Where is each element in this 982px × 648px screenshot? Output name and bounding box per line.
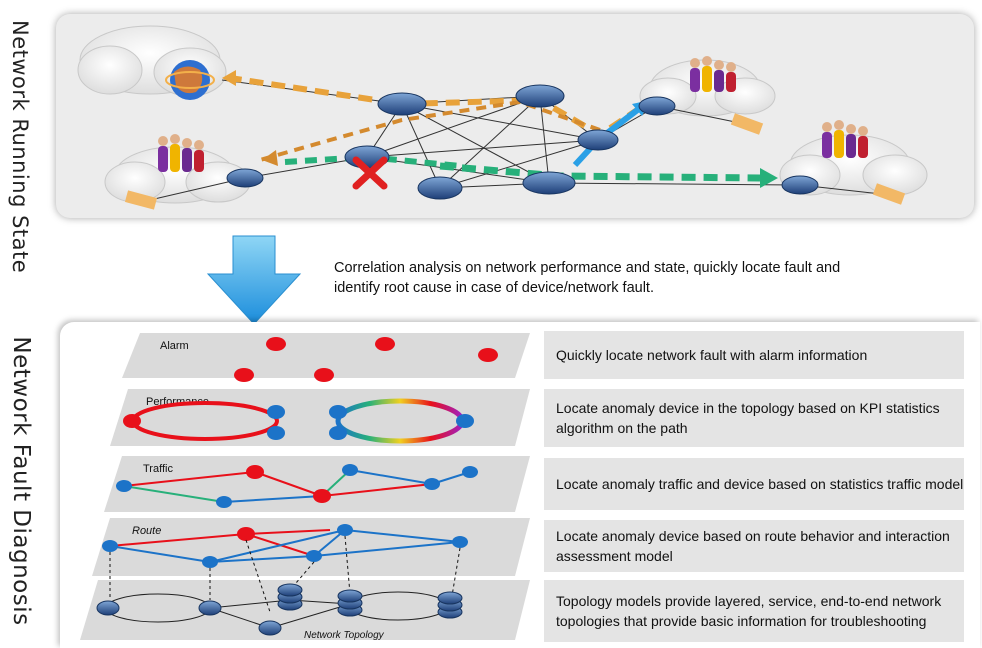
- router-icon: [198, 600, 222, 616]
- globe-icon: [165, 60, 215, 100]
- cloud-icon: [104, 146, 251, 204]
- route-node: [452, 536, 468, 548]
- arrow-head-icon: [760, 168, 778, 188]
- users-icon: [158, 134, 204, 172]
- network-map: [77, 25, 928, 210]
- switch-stack-icon: [337, 589, 363, 617]
- down-arrow-icon: [206, 235, 302, 325]
- alarm-dot: [266, 337, 286, 351]
- traffic-node: [462, 466, 478, 478]
- router-icon: [226, 168, 264, 188]
- projection-lines: [109, 535, 461, 613]
- router-icon: [417, 176, 463, 200]
- router-icon: [577, 129, 619, 151]
- cable-icon: [730, 113, 764, 135]
- router-icon: [96, 600, 120, 616]
- alarm-dots: [234, 337, 498, 382]
- topology-description: Topology models provide layered, service…: [544, 580, 964, 642]
- alarm-description-text: Quickly locate network fault with alarm …: [556, 347, 868, 363]
- performance-description-text: Locate anomaly device in the topology ba…: [556, 400, 940, 436]
- router-icon: [522, 171, 576, 195]
- traffic-node: [116, 480, 132, 492]
- arrow-head-icon: [222, 70, 236, 86]
- route-links: [109, 529, 461, 563]
- alarm-layer-plane: [122, 333, 530, 378]
- performance-node: [329, 405, 347, 419]
- route-node: [102, 540, 118, 552]
- traffic-node: [342, 464, 358, 476]
- orange-path-2: [259, 99, 601, 162]
- topology-description-text: Topology models provide layered, service…: [556, 593, 942, 629]
- traffic-node: [246, 465, 264, 479]
- traffic-node: [424, 478, 440, 490]
- alarm-dot: [375, 337, 395, 351]
- performance-node: [456, 414, 474, 428]
- cable-icon: [124, 190, 158, 210]
- router-icon: [515, 84, 565, 108]
- router-icon: [258, 620, 282, 636]
- alarm-dot: [314, 368, 334, 382]
- topology-layer-label: Network Topology: [304, 630, 385, 641]
- route-node: [306, 550, 322, 562]
- alarm-dot: [234, 368, 254, 382]
- alarm-description: Quickly locate network fault with alarm …: [544, 331, 964, 379]
- arrow-head-icon: [262, 150, 278, 166]
- correlation-analysis-text: Correlation analysis on network performa…: [334, 260, 841, 296]
- route-description: Locate anomaly device based on route beh…: [544, 520, 964, 572]
- route-layer-label: Route: [132, 525, 161, 537]
- users-icon: [822, 120, 868, 158]
- users-icon: [690, 56, 736, 92]
- topology-layer-plane: [80, 580, 530, 640]
- switch-stack-icon: [437, 591, 463, 619]
- router-icon: [638, 96, 676, 116]
- traffic-node: [313, 489, 331, 503]
- performance-node: [267, 426, 285, 440]
- cable-icon: [872, 183, 906, 205]
- route-node: [337, 524, 353, 536]
- route-node: [237, 527, 255, 541]
- alarm-dot: [478, 348, 498, 362]
- traffic-layer-plane: [104, 456, 530, 512]
- performance-description: Locate anomaly device in the topology ba…: [544, 389, 964, 447]
- traffic-layer-label: Traffic: [143, 463, 173, 475]
- switch-stack-icon: [277, 583, 303, 611]
- router-icon: [377, 92, 427, 116]
- performance-node: [267, 405, 285, 419]
- fault-x-icon: [352, 156, 388, 190]
- traffic-description: Locate anomaly traffic and device based …: [544, 458, 964, 510]
- router-icon: [781, 175, 819, 195]
- traffic-description-text: Locate anomaly traffic and device based …: [556, 476, 964, 492]
- route-description-text: Locate anomaly device based on route beh…: [556, 528, 950, 564]
- performance-node: [123, 414, 141, 428]
- traffic-node: [216, 496, 232, 508]
- performance-node: [329, 426, 347, 440]
- route-node: [202, 556, 218, 568]
- alarm-layer-label: Alarm: [160, 340, 189, 352]
